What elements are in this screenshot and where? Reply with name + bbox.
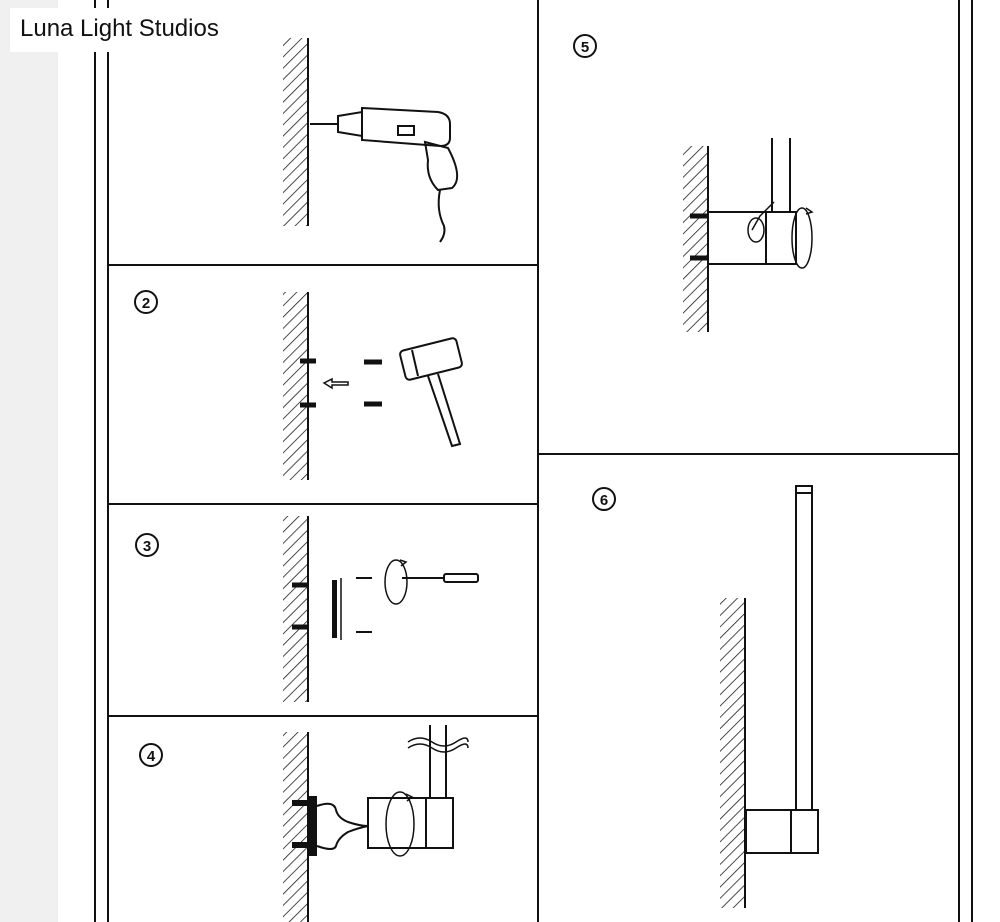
step-4-number-badge: 4	[139, 743, 163, 767]
screwdriver-icon	[402, 573, 479, 583]
drill-icon	[310, 106, 459, 243]
wall-hatch-icon	[283, 732, 309, 922]
rotation-arrow-icon	[384, 559, 408, 605]
step-5-number: 5	[581, 39, 589, 56]
step-3-panel: 3	[135, 516, 479, 702]
rotation-arrow-icon	[385, 791, 415, 857]
mounting-plate-icon	[292, 796, 317, 856]
page-left-margin	[0, 0, 58, 922]
wall-hatch-icon	[283, 292, 309, 480]
wall-hatch-icon	[283, 38, 309, 226]
step-6-panel: 6	[592, 485, 819, 908]
step-4-panel: 4	[139, 725, 469, 922]
anchor-plug-icon	[300, 358, 382, 408]
anchor-plug-icon	[292, 582, 308, 630]
step-3-number: 3	[143, 538, 151, 555]
wall-lamp-icon	[367, 725, 469, 849]
mounting-plate-icon	[332, 577, 372, 640]
step-6-number-badge: 6	[592, 487, 616, 511]
bracket-connector-icon	[316, 802, 369, 850]
anchor-plug-icon	[690, 213, 708, 261]
direction-arrow-icon	[322, 377, 349, 390]
hex-key-icon	[747, 201, 775, 243]
wall-hatch-icon	[720, 598, 746, 908]
step-3-number-badge: 3	[135, 533, 159, 557]
wall-hatch-icon	[683, 146, 709, 332]
step-1-panel	[283, 38, 459, 243]
rotation-arrow-icon	[791, 207, 814, 269]
hammer-icon	[399, 337, 463, 448]
wall-lamp-icon	[745, 485, 819, 854]
step-4-number: 4	[147, 748, 156, 765]
step-5-panel: 5	[573, 34, 814, 332]
step-2-number: 2	[142, 295, 150, 312]
step-6-number: 6	[600, 492, 608, 509]
wall-lamp-icon	[707, 138, 797, 265]
wall-hatch-icon	[283, 516, 309, 702]
step-2-panel: 2	[134, 290, 463, 480]
step-2-number-badge: 2	[134, 290, 158, 314]
step-5-number-badge: 5	[573, 34, 597, 58]
brand-watermark: Luna Light Studios	[10, 8, 229, 52]
